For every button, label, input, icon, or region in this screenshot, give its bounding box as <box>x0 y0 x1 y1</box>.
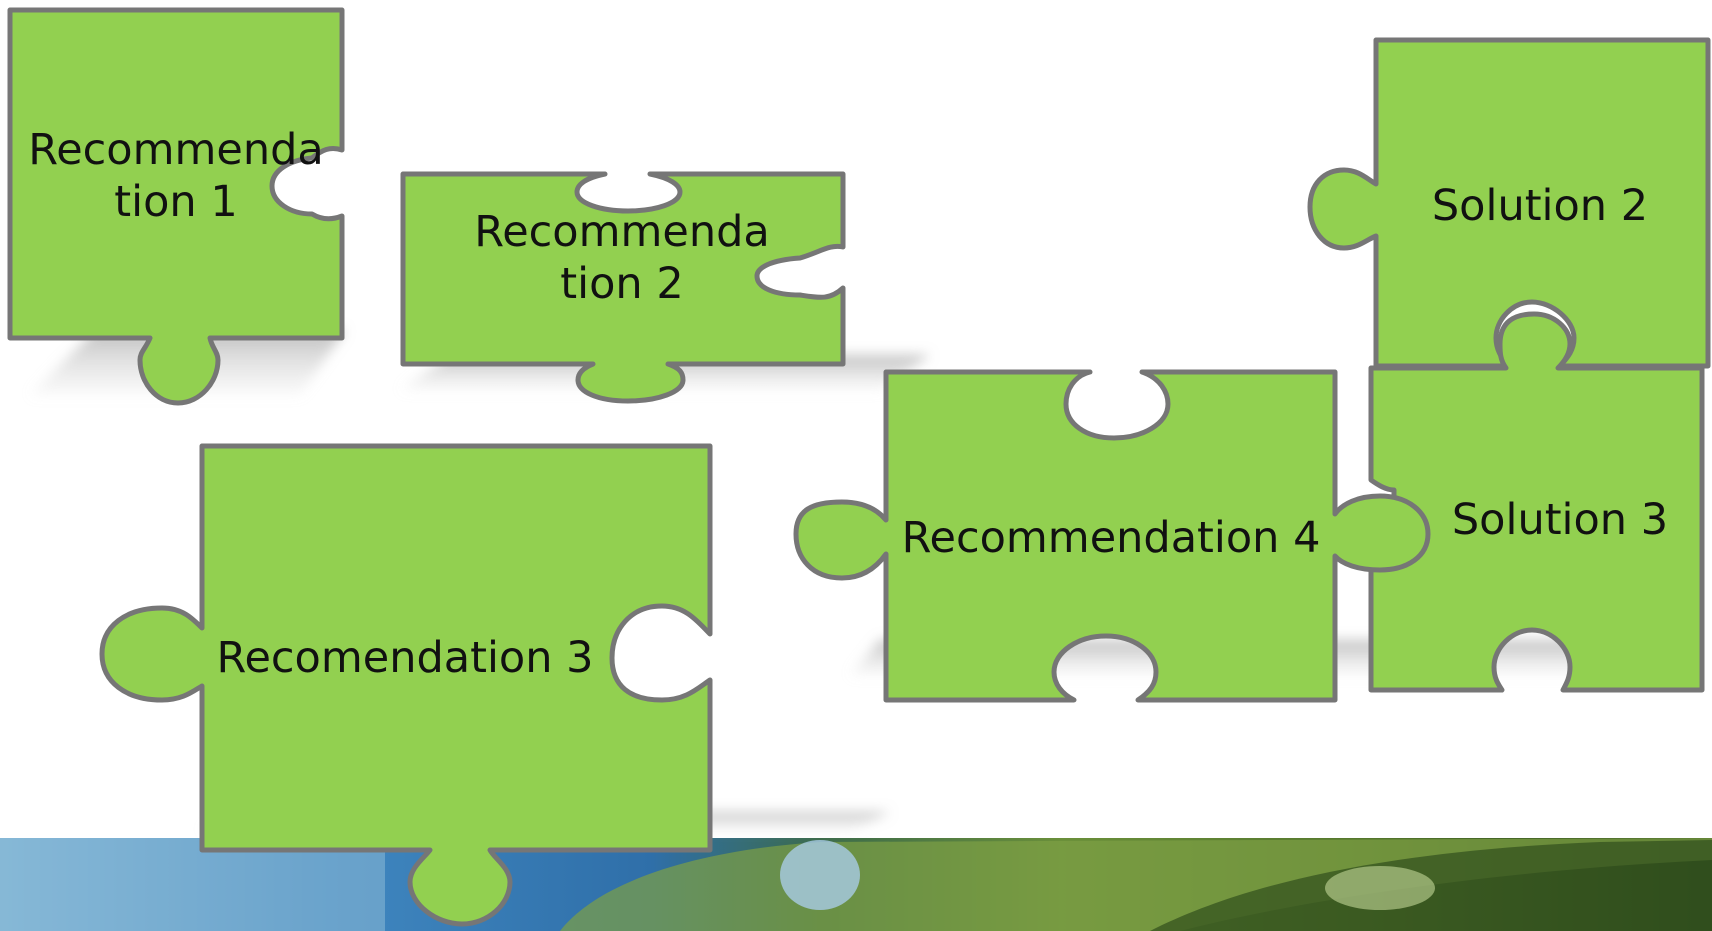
label-recommendation-2-line-2: tion 2 <box>560 259 684 309</box>
label-solution-3: Solution 3 <box>1430 494 1690 546</box>
background-photo <box>0 838 1712 931</box>
puzzle-piece-recommendation-4 <box>793 369 1431 703</box>
puzzle-piece-recommendation-3 <box>99 443 713 927</box>
label-recommendation-3-text: Recomendation 3 <box>216 633 594 683</box>
puzzle-piece-recommendation-2 <box>400 171 846 404</box>
label-recommendation-1: Recommenda tion 1 <box>26 124 326 228</box>
label-solution-2: Solution 2 <box>1410 180 1670 232</box>
label-recommendation-2-line-1: Recommenda <box>474 207 770 257</box>
label-recommendation-3: Recomendation 3 <box>210 632 600 684</box>
label-recommendation-1-line-1: Recommenda <box>28 125 324 175</box>
label-recommendation-4: Recommendation 4 <box>896 512 1326 564</box>
label-recommendation-4-text: Recommendation 4 <box>901 513 1321 563</box>
label-recommendation-2: Recommenda tion 2 <box>472 206 772 310</box>
label-solution-3-text: Solution 3 <box>1451 495 1669 545</box>
label-solution-2-text: Solution 2 <box>1431 181 1649 231</box>
puzzle-piece-recommendation-1 <box>7 7 345 406</box>
label-recommendation-1-line-2: tion 1 <box>114 177 238 227</box>
